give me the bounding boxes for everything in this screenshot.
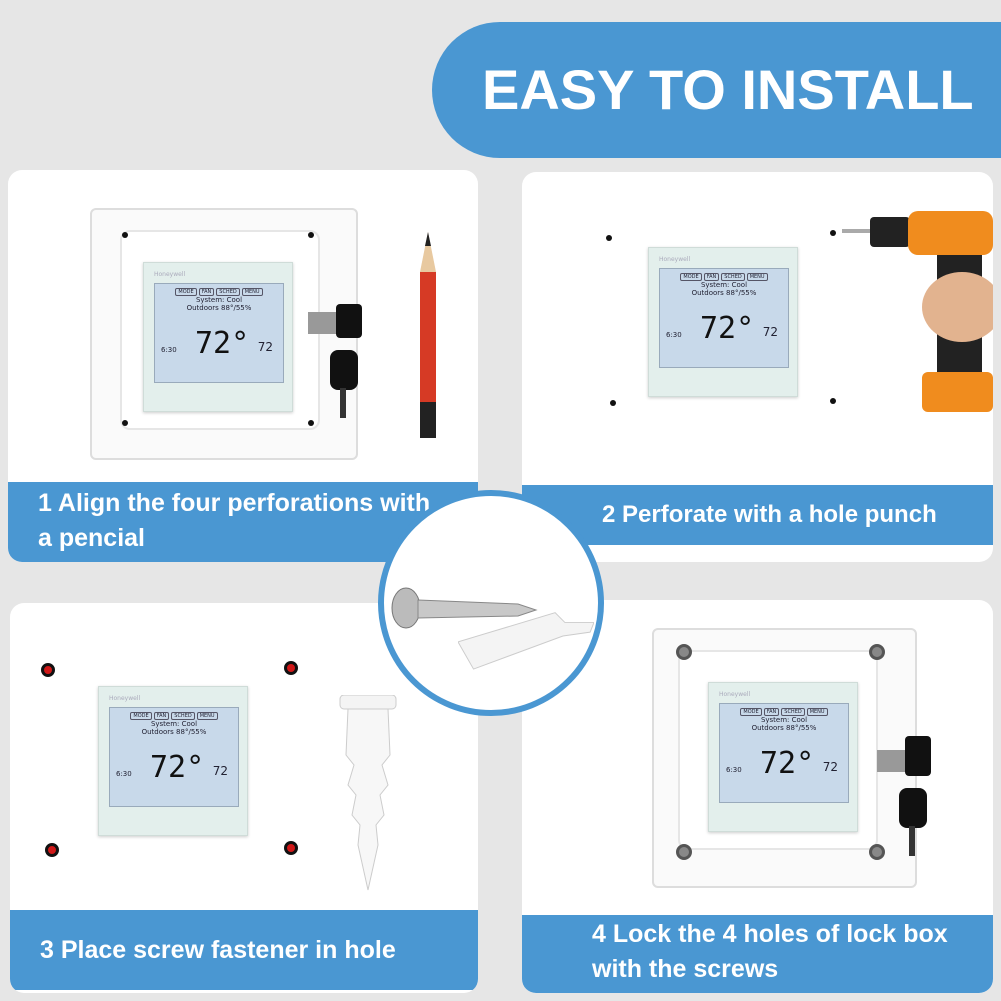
step-2-caption: 2 Perforate with a hole punch [522, 485, 993, 545]
menu-btn: MENU [746, 273, 768, 281]
temp: 72° [150, 750, 205, 785]
menu-btn: MENU [241, 288, 263, 296]
sched-btn: SCHED [171, 712, 195, 720]
time: 6:30 [116, 770, 132, 778]
key-lock-icon [877, 736, 931, 856]
step-3-label: 3 Place screw fastener in hole [40, 936, 396, 964]
mode-btn: MODE [130, 712, 152, 720]
temp: 72° [760, 746, 815, 781]
brand: Honeywell [719, 691, 751, 698]
brand: Honeywell [154, 271, 186, 278]
mode-btn: MODE [175, 288, 197, 296]
wall-anchor-icon [339, 695, 397, 891]
time: 6:30 [726, 766, 742, 774]
system: System: Cool [760, 716, 808, 724]
mode-btn: MODE [680, 273, 702, 281]
wall-anchor-icon [458, 612, 594, 670]
temp: 72° [700, 311, 755, 346]
temp: 72° [195, 326, 250, 361]
title-banner: EASY TO INSTALL [432, 22, 1001, 158]
outdoors: Outdoors 88°/55% [186, 304, 252, 312]
fan-btn: FAN [198, 288, 215, 296]
menu-btn: MENU [196, 712, 218, 720]
time: 6:30 [666, 331, 682, 339]
outdoors: Outdoors 88°/55% [141, 728, 207, 736]
fan-btn: FAN [153, 712, 170, 720]
sched-btn: SCHED [781, 708, 805, 716]
mode-btn: MODE [740, 708, 762, 716]
fan-btn: FAN [703, 273, 720, 281]
key-lock-icon [308, 304, 362, 418]
system: System: Cool [700, 281, 748, 289]
step-3-caption: 3 Place screw fastener in hole [10, 910, 478, 990]
hardware-circle [378, 490, 604, 716]
pencil-icon [420, 232, 436, 438]
title: EASY TO INSTALL [482, 58, 974, 121]
screw-icon [391, 587, 538, 629]
setpoint: 72 [212, 764, 228, 778]
menu-btn: MENU [806, 708, 828, 716]
step-4-label: 4 Lock the 4 holes of lock box with the … [592, 920, 948, 983]
step-1-label: 1 Align the four perforations with a pen… [38, 489, 431, 552]
step-4-caption: 4 Lock the 4 holes of lock box with the … [522, 915, 993, 993]
drill-icon [842, 211, 993, 412]
time: 6:30 [161, 346, 177, 354]
setpoint: 72 [762, 325, 778, 339]
sched-btn: SCHED [721, 273, 745, 281]
step-2-label: 2 Perforate with a hole punch [602, 501, 937, 528]
outdoors: Outdoors 88°/55% [751, 724, 817, 732]
fan-btn: FAN [763, 708, 780, 716]
setpoint: 72 [822, 760, 838, 774]
system: System: Cool [195, 296, 243, 304]
system: System: Cool [150, 720, 198, 728]
sched-btn: SCHED [216, 288, 240, 296]
setpoint: 72 [257, 340, 273, 354]
brand: Honeywell [659, 256, 691, 263]
brand: Honeywell [109, 695, 141, 702]
outdoors: Outdoors 88°/55% [691, 289, 757, 297]
